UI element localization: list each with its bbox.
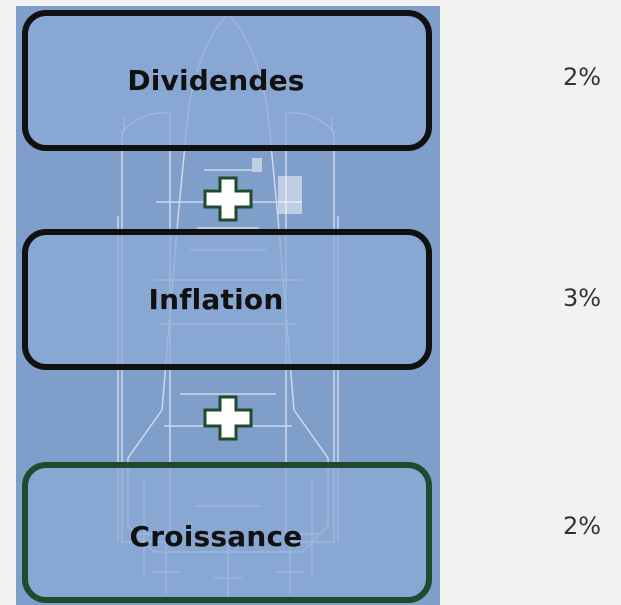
dividendes-percent: 2% bbox=[563, 63, 602, 91]
inflation-label: Inflation bbox=[148, 283, 284, 316]
croissance-box: Croissance bbox=[22, 462, 432, 603]
croissance-percent: 2% bbox=[563, 512, 602, 540]
inflation-percent: 3% bbox=[563, 284, 602, 312]
plus-icon bbox=[203, 176, 253, 222]
croissance-label: Croissance bbox=[129, 520, 303, 553]
plus-icon bbox=[203, 395, 253, 441]
dividendes-box: Dividendes bbox=[22, 10, 432, 151]
dividendes-label: Dividendes bbox=[127, 64, 305, 97]
inflation-box: Inflation bbox=[22, 229, 432, 370]
